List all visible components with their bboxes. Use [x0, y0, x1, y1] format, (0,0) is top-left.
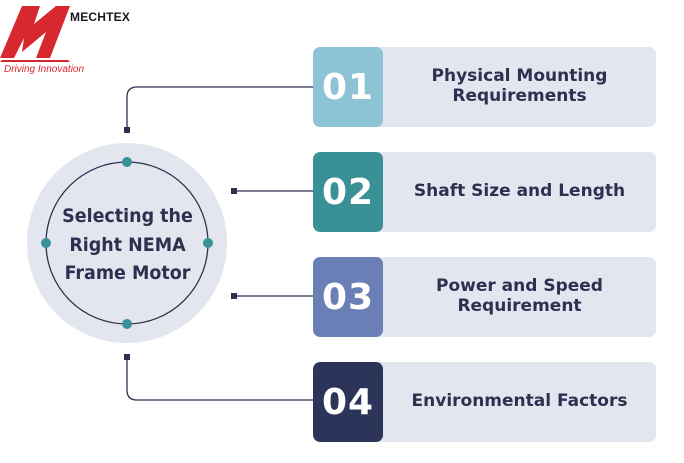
ring-dot-right — [203, 238, 213, 248]
item-number-02: 02 — [313, 152, 383, 232]
item-label-02: Shaft Size and Length — [413, 181, 626, 202]
connector-line-01 — [126, 86, 313, 130]
connector-end-04 — [124, 354, 130, 360]
item-number-01: 01 — [313, 47, 383, 127]
item-label-01: Physical Mounting Requirements — [431, 66, 608, 106]
brand-tagline: Driving Innovation — [4, 64, 85, 75]
ring-dot-left — [41, 238, 51, 248]
item-card-01: 01 Physical Mounting Requirements — [313, 47, 656, 127]
connector-end-01 — [124, 127, 130, 133]
connector-end-02 — [231, 188, 237, 194]
item-label-03: Power and Speed Requirement — [436, 276, 603, 316]
item-card-03: 03 Power and Speed Requirement — [313, 257, 656, 337]
item-label-04: Environmental Factors — [411, 391, 628, 412]
mechtex-logo: MECHTEX Driving Innovation — [0, 0, 130, 80]
item-number-04: 04 — [313, 362, 383, 442]
item-card-02: 02 Shaft Size and Length — [313, 152, 656, 232]
center-title: Selecting the Right NEMA Frame Motor — [62, 205, 193, 285]
ring-dot-top — [122, 157, 132, 167]
connector-end-03 — [231, 293, 237, 299]
ring-dot-bottom — [122, 319, 132, 329]
connector-line-04 — [126, 357, 313, 401]
item-number-03: 03 — [313, 257, 383, 337]
item-card-04: 04 Environmental Factors — [313, 362, 656, 442]
center-circle-outer — [27, 143, 227, 343]
logo-m-icon — [0, 6, 70, 62]
brand-name: MECHTEX — [70, 10, 131, 24]
